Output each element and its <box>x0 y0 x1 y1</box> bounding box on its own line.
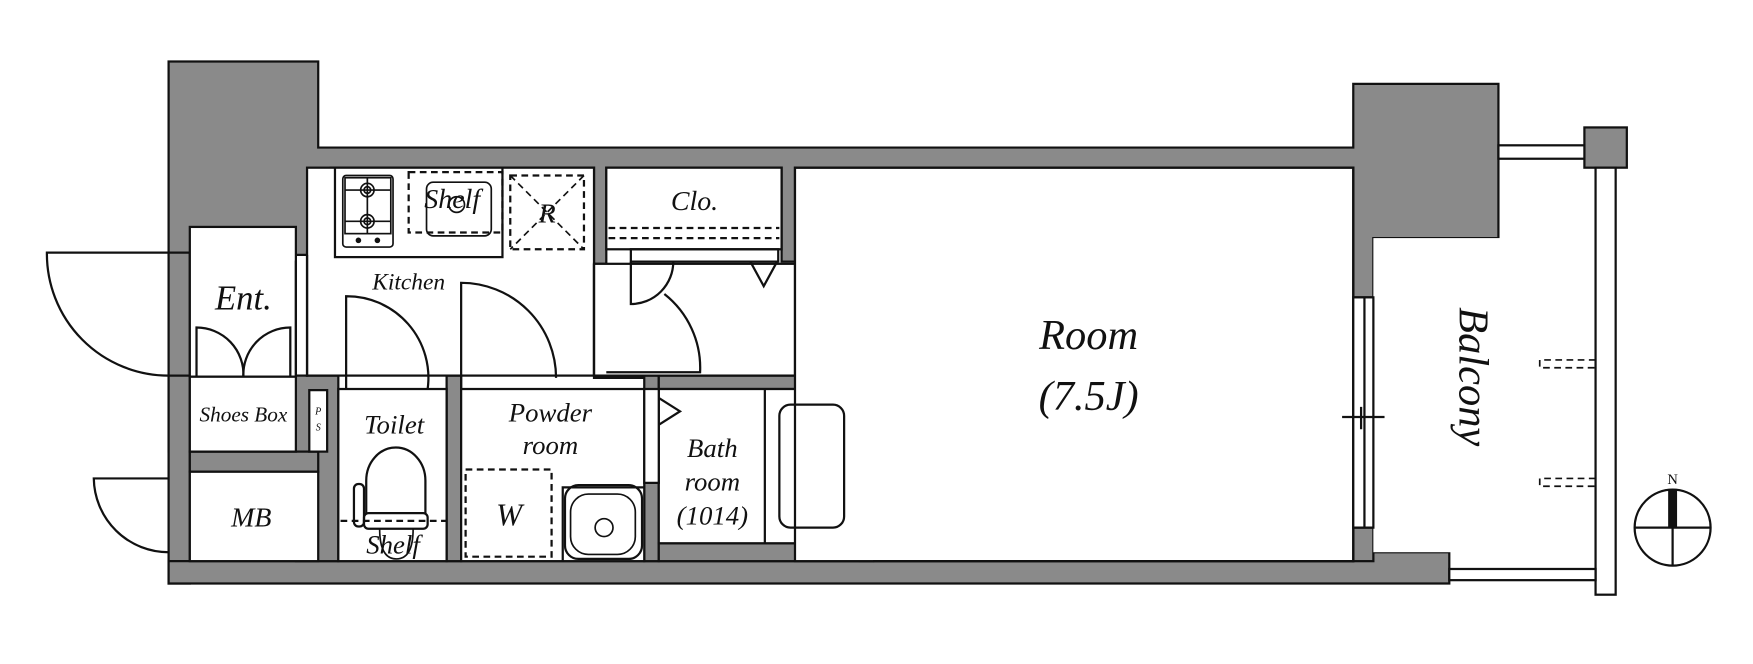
toilet-room[interactable] <box>337 387 448 563</box>
label-balcony: Balcony <box>1449 307 1496 446</box>
balcony-fitting-1 <box>1538 359 1596 369</box>
label-toilet: Toilet <box>364 410 425 440</box>
shoes-box-door-right[interactable] <box>242 326 292 377</box>
label-toilet-shelf: Shelf <box>366 529 423 559</box>
balcony-rail-bottom <box>1448 567 1597 582</box>
wall-left-lower <box>167 374 191 585</box>
closet-room[interactable] <box>605 166 783 251</box>
wall-right-lower <box>1352 526 1375 563</box>
wall-core-3 <box>188 450 320 473</box>
windows <box>1342 144 1617 596</box>
room-door[interactable] <box>606 293 702 374</box>
compass-icon: N <box>1633 472 1712 567</box>
labels: Ent. Shoes Box P S MB Kitchen Shelf R Cl… <box>200 184 1497 559</box>
kitchen-shelf-outline <box>407 171 504 234</box>
label-meter-box: MB <box>230 502 271 533</box>
label-powder-room-1: Powder <box>508 397 593 427</box>
label-bath-size: (1014) <box>677 500 748 530</box>
toilet-door[interactable] <box>345 295 430 390</box>
bathtub-icon <box>763 389 846 544</box>
label-main-room-size: (7.5J) <box>1039 373 1139 420</box>
closet-vent-icon <box>749 261 779 289</box>
label-main-room: Room <box>1038 312 1138 359</box>
pipe-space <box>308 389 329 453</box>
label-bath-2: room <box>685 467 741 497</box>
label-refrigerator: R <box>538 198 556 229</box>
label-ps-s: S <box>316 422 321 433</box>
balcony-rail-top <box>1497 144 1586 160</box>
label-ps-p: P <box>314 407 321 418</box>
closet-rail <box>608 226 780 240</box>
meter-box-door[interactable] <box>92 477 169 554</box>
rooms <box>188 166 1596 563</box>
refrigerator-icon <box>509 174 586 251</box>
bath-vent-icon <box>658 397 683 426</box>
label-powder-room-2: room <box>523 430 579 460</box>
main-room[interactable] <box>793 166 1355 563</box>
balcony-post <box>1583 126 1628 169</box>
balcony-window[interactable] <box>1352 296 1375 529</box>
balcony-fitting-2 <box>1538 477 1596 488</box>
label-kitchen: Kitchen <box>371 270 445 296</box>
label-kitchen-shelf: Shelf <box>424 184 483 215</box>
closet-door[interactable] <box>629 261 675 306</box>
label-shoes-box: Shoes Box <box>200 402 288 426</box>
balcony-rail-right <box>1594 166 1617 596</box>
label-washer: W <box>496 497 525 532</box>
entrance-room[interactable] <box>188 225 298 378</box>
doors <box>45 248 780 554</box>
toilet-bowl-icon <box>340 446 446 560</box>
washbasin-icon <box>561 484 645 562</box>
label-bath-1: Bath <box>687 433 738 463</box>
powder-room-door[interactable] <box>460 281 558 390</box>
balcony-area[interactable] <box>1373 238 1596 553</box>
meter-box[interactable] <box>188 470 320 563</box>
wall-core-2 <box>445 374 463 563</box>
closet-corridor <box>592 262 797 377</box>
fixtures <box>340 171 846 562</box>
stove-icon <box>341 174 394 248</box>
window-handle <box>1342 406 1385 430</box>
washer-space <box>464 468 553 558</box>
entrance-door[interactable] <box>45 251 169 377</box>
label-entrance: Ent. <box>214 280 272 318</box>
label-closet: Clo. <box>671 186 718 217</box>
kitchen-sink-icon <box>425 181 493 237</box>
compass-north-label: N <box>1667 472 1678 488</box>
